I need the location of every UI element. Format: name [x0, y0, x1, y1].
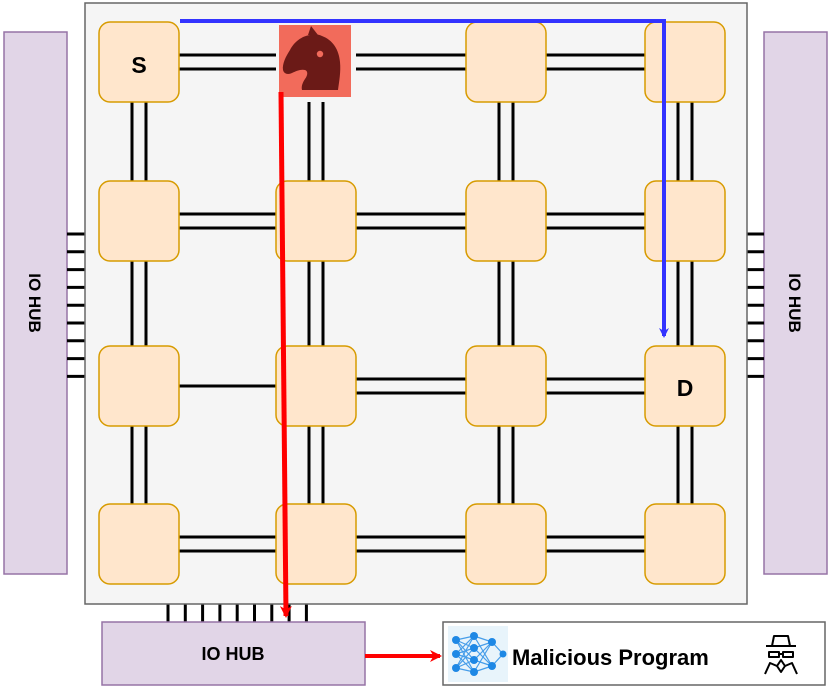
- router-node: [465, 180, 547, 262]
- neural-network-icon: [448, 626, 508, 682]
- router-node: [465, 345, 547, 427]
- router-node: [644, 21, 726, 103]
- router-node: [644, 503, 726, 585]
- router-node: [275, 345, 357, 427]
- io-hub-right: [763, 31, 828, 575]
- router-node: [98, 503, 180, 585]
- io-hub-bottom: [101, 621, 366, 686]
- source-node-label: S: [131, 52, 146, 78]
- router-node: [275, 503, 357, 585]
- hacker-spy-icon: [764, 635, 798, 675]
- router-node: [98, 345, 180, 427]
- router-node: [98, 21, 180, 103]
- io-hub-bottom-label: IO HUB: [202, 644, 265, 664]
- io-hub-right-label: IO HUB: [785, 273, 804, 333]
- malicious-program-label: Malicious Program: [512, 645, 709, 670]
- io-pins-right: [747, 232, 764, 378]
- router-grid: [98, 21, 726, 585]
- destination-node-label: D: [677, 375, 694, 401]
- router-node: [465, 21, 547, 103]
- router-node: [275, 180, 357, 262]
- trojan-horse-icon: [282, 26, 341, 90]
- trojan-router: [279, 25, 351, 97]
- io-hub-left-label: IO HUB: [25, 273, 44, 333]
- router-node: [98, 180, 180, 262]
- benign-route-arrow: [180, 19, 669, 338]
- router-node: [644, 345, 726, 427]
- io-pins-left: [67, 232, 85, 378]
- io-pins-bottom: [166, 604, 308, 622]
- mesh-links: [130, 53, 694, 553]
- chip-boundary: [84, 2, 748, 605]
- router-node: [644, 180, 726, 262]
- io-hub-left: [3, 31, 68, 575]
- router-node: [465, 503, 547, 585]
- attack-route-arrow: [278, 91, 292, 618]
